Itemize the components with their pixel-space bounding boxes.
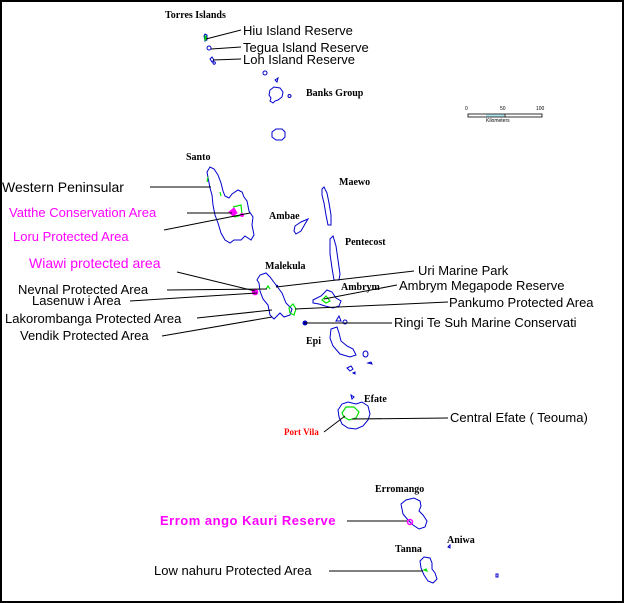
island-malekula — [256, 272, 293, 320]
label-ambae: Ambae — [269, 211, 300, 222]
island-vanua-lava — [274, 76, 279, 83]
label-vendik-protected-area: Vendik Protected Area — [20, 328, 149, 343]
island-santo — [206, 166, 255, 244]
label-santo: Santo — [186, 152, 211, 163]
island-shepherd-1 — [362, 350, 369, 358]
label-ringi-te-suh-marine-conservation: Ringi Te Suh Marine Conservati — [394, 315, 577, 330]
label-vatthe-conservation-area: Vatthe Conservation Area — [9, 205, 157, 220]
label-ambrym-megapode-reserve: Ambrym Megapode Reserve — [399, 278, 565, 293]
label-epi: Epi — [306, 336, 322, 347]
label-banks-group: Banks Group — [306, 88, 364, 99]
boundary-lakorombanga — [288, 303, 297, 316]
scale-bar-segment — [486, 114, 504, 117]
boundary-hiu — [204, 35, 207, 41]
island-banks-2 — [287, 94, 292, 98]
leader-port-vila — [323, 415, 346, 433]
protected-area-boundaries — [204, 35, 429, 573]
label-central-efate-teouma: Central Efate ( Teouma) — [450, 410, 588, 425]
label-maewo: Maewo — [339, 177, 371, 188]
island-shepherd-2 — [366, 361, 373, 365]
leader-lines — [129, 29, 449, 572]
leader-pankumo — [294, 301, 449, 310]
leader-vendik — [161, 316, 273, 337]
label-uri-marine-park: Uri Marine Park — [418, 263, 509, 278]
label-loru-protected-area: Loru Protected Area — [13, 229, 129, 244]
leader-lakorombanga — [196, 309, 273, 319]
leader-ambrym-megapode — [323, 284, 398, 300]
leader-hiu — [205, 29, 242, 40]
label-aniwa: Aniwa — [447, 535, 475, 546]
island-aniwa — [447, 543, 451, 549]
island-ambrym — [312, 289, 342, 309]
island-erromango — [400, 497, 428, 530]
scale-bar — [467, 113, 543, 118]
island-pentecost — [329, 235, 341, 281]
label-wiawi-protected-area: Wiawi protected area — [29, 255, 161, 271]
label-lakorombanga-protected-area: Lakorombanga Protected Area — [5, 311, 182, 326]
coastlines — [203, 33, 499, 584]
leader-loru — [163, 212, 251, 231]
label-erromango-kauri-reserve: Errom ango Kauri Reserve — [160, 513, 337, 528]
marker-vatthe — [228, 207, 238, 217]
label-port-vila: Port Vila — [284, 427, 319, 437]
leader-nevnal — [166, 288, 268, 291]
scale-tick-0: 0 — [465, 106, 468, 112]
label-pentecost: Pentecost — [345, 237, 386, 248]
scale-unit-label: Kilometers — [486, 118, 510, 124]
highlight-markers — [228, 207, 414, 526]
leader-central-efate — [351, 417, 449, 420]
island-shepherd-4 — [351, 371, 356, 375]
boundary-central-efate — [341, 406, 360, 421]
boundary-lownahuru — [422, 568, 429, 573]
label-pankumo-protected-area: Pankumo Protected Area — [449, 295, 594, 310]
island-futuna — [495, 573, 499, 578]
boundary-vatthe — [232, 204, 243, 218]
scale-tick-50: 50 — [500, 106, 506, 112]
leader-lasenuwi — [129, 292, 258, 302]
boundary-ambrym-megapode — [321, 295, 331, 304]
island-tegua — [206, 45, 212, 51]
boundary-nevnal — [265, 284, 271, 290]
island-epi — [329, 326, 357, 358]
label-nevnal-protected-area: Nevnal Protected Area — [18, 282, 149, 297]
leader-uri — [275, 270, 415, 288]
label-tanna: Tanna — [395, 544, 422, 555]
island-efate — [337, 401, 371, 430]
label-malekula: Malekula — [265, 261, 306, 272]
label-hiu-island-reserve: Hiu Island Reserve — [243, 23, 353, 38]
leader-loh — [212, 58, 242, 61]
marker-erromango-kauri — [406, 518, 414, 526]
leader-tegua — [210, 46, 242, 50]
island-tanna — [419, 556, 438, 584]
island-banks-1 — [262, 70, 268, 76]
label-lownahuru-protected-area: Low nahuru Protected Area — [154, 563, 312, 578]
label-torres-islands: Torres Islands — [165, 10, 226, 21]
island-torres-small — [212, 61, 216, 65]
label-ambrym: Ambrym — [341, 282, 380, 293]
island-shepherd-3 — [346, 365, 354, 372]
leader-wiawi — [176, 271, 256, 292]
label-loh-island-reserve: Loh Island Reserve — [243, 52, 356, 67]
label-erromango: Erromango — [375, 484, 425, 495]
island-efate-north — [350, 393, 355, 400]
scale-tick-100: 100 — [536, 106, 545, 112]
island-merelava — [271, 128, 286, 141]
island-lopevi — [335, 314, 342, 322]
island-gaua — [268, 86, 284, 104]
label-lasenuwi-area: Lasenuw i Area — [32, 293, 121, 308]
boundary-western-peninsular — [206, 176, 222, 197]
island-maewo — [321, 186, 332, 226]
label-tegua-island-reserve: Tegua Island Reserve — [243, 40, 369, 55]
island-ambae — [293, 217, 310, 235]
label-western-peninsular: Western Peninsular — [2, 179, 124, 195]
label-efate: Efate — [364, 394, 387, 405]
